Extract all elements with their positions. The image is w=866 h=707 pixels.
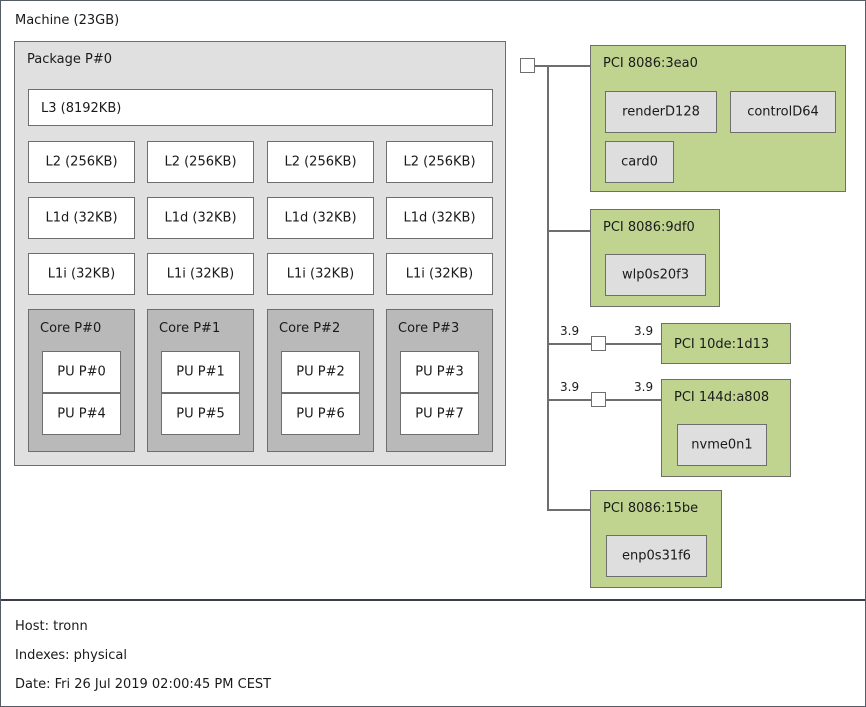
pu-label: PU P#4 (57, 406, 106, 422)
package-label: Package P#0 (27, 52, 113, 67)
os-device-label: card0 (621, 154, 658, 170)
pci-device-box[interactable]: PCI 10de:1d13 (661, 323, 791, 364)
link-trunk-vertical (547, 65, 549, 511)
pci-bridge-icon[interactable] (591, 336, 606, 351)
pu-label: PU P#0 (57, 364, 106, 380)
pu-box[interactable]: PU P#2 (281, 351, 360, 393)
cache-l2-label: L2 (256KB) (45, 154, 118, 170)
os-device-label: wlp0s20f3 (622, 267, 689, 283)
cache-l1d-box[interactable]: L1d (32KB) (386, 197, 493, 239)
host-bridge-icon[interactable] (520, 58, 535, 73)
cache-l1d-label: L1d (32KB) (403, 210, 476, 226)
cache-l2-label: L2 (256KB) (284, 154, 357, 170)
cache-l3-box[interactable]: L3 (8192KB) (28, 89, 493, 126)
pci-device-label: PCI 8086:15be (603, 501, 699, 516)
cache-l1d-label: L1d (32KB) (164, 210, 237, 226)
pci-device-label: PCI 10de:1d13 (674, 337, 770, 352)
pu-box[interactable]: PU P#7 (400, 393, 479, 435)
cache-l2-box[interactable]: L2 (256KB) (267, 141, 374, 183)
os-device-box[interactable]: renderD128 (605, 91, 717, 133)
cache-l2-box[interactable]: L2 (256KB) (147, 141, 254, 183)
cache-l1d-label: L1d (32KB) (284, 210, 357, 226)
link-branch-pci-3ea0 (547, 65, 591, 67)
os-device-box[interactable]: card0 (605, 141, 674, 183)
core-label: Core P#3 (398, 321, 460, 336)
cache-l1i-label: L1i (32KB) (286, 266, 355, 282)
cache-l1i-label: L1i (32KB) (405, 266, 474, 282)
link-bandwidth-label: 3.9 (634, 380, 654, 394)
cache-l1d-box[interactable]: L1d (32KB) (28, 197, 135, 239)
pu-label: PU P#5 (176, 406, 225, 422)
pu-label: PU P#7 (415, 406, 464, 422)
cache-l1i-box[interactable]: L1i (32KB) (267, 253, 374, 295)
os-device-label: renderD128 (622, 104, 700, 120)
cache-l1d-box[interactable]: L1d (32KB) (147, 197, 254, 239)
link-branch-pci-1d13-right (606, 343, 662, 345)
pu-box[interactable]: PU P#0 (42, 351, 121, 393)
pu-box[interactable]: PU P#5 (161, 393, 240, 435)
link-branch-pci-9df0 (547, 230, 591, 232)
pci-device-label: PCI 8086:9df0 (603, 220, 695, 235)
link-branch-pci-a808-left (547, 399, 591, 401)
pu-box[interactable]: PU P#4 (42, 393, 121, 435)
link-bandwidth-label: 3.9 (560, 324, 580, 338)
cache-l2-label: L2 (256KB) (403, 154, 476, 170)
footer-divider (1, 599, 865, 601)
pu-label: PU P#6 (296, 406, 345, 422)
pu-label: PU P#1 (176, 364, 225, 380)
os-device-box[interactable]: nvme0n1 (677, 424, 767, 466)
os-device-label: enp0s31f6 (622, 548, 691, 564)
link-branch-pci-1d13-left (547, 343, 591, 345)
pu-box[interactable]: PU P#6 (281, 393, 360, 435)
pu-label: PU P#3 (415, 364, 464, 380)
cache-l1i-box[interactable]: L1i (32KB) (147, 253, 254, 295)
os-device-label: nvme0n1 (691, 437, 753, 453)
cache-l2-label: L2 (256KB) (164, 154, 237, 170)
machine-title: Machine (23GB) (15, 13, 120, 28)
os-device-box[interactable]: enp0s31f6 (606, 535, 707, 577)
footer-indexes: Indexes: physical (15, 648, 127, 663)
cache-l1d-box[interactable]: L1d (32KB) (267, 197, 374, 239)
os-device-box[interactable]: wlp0s20f3 (605, 254, 706, 296)
os-device-label: controlD64 (747, 104, 819, 120)
cache-l2-box[interactable]: L2 (256KB) (28, 141, 135, 183)
link-hostbridge-trunk (535, 65, 549, 67)
footer-date: Date: Fri 26 Jul 2019 02:00:45 PM CEST (15, 677, 272, 692)
cache-l3-label: L3 (8192KB) (41, 101, 122, 116)
pu-box[interactable]: PU P#1 (161, 351, 240, 393)
cache-l1i-label: L1i (32KB) (166, 266, 235, 282)
cache-l2-box[interactable]: L2 (256KB) (386, 141, 493, 183)
link-bandwidth-label: 3.9 (560, 380, 580, 394)
pci-device-label: PCI 8086:3ea0 (603, 56, 698, 71)
core-label: Core P#2 (279, 321, 341, 336)
cache-l1i-label: L1i (32KB) (47, 266, 116, 282)
pci-bridge-icon[interactable] (591, 392, 606, 407)
core-label: Core P#1 (159, 321, 221, 336)
pu-label: PU P#2 (296, 364, 345, 380)
link-branch-pci-15be (547, 509, 591, 511)
os-device-box[interactable]: controlD64 (730, 91, 836, 133)
pu-box[interactable]: PU P#3 (400, 351, 479, 393)
core-label: Core P#0 (40, 321, 102, 336)
cache-l1i-box[interactable]: L1i (32KB) (386, 253, 493, 295)
cache-l1i-box[interactable]: L1i (32KB) (28, 253, 135, 295)
cache-l1d-label: L1d (32KB) (45, 210, 118, 226)
link-bandwidth-label: 3.9 (634, 324, 654, 338)
footer-host: Host: tronn (15, 619, 88, 634)
pci-device-label: PCI 144d:a808 (674, 390, 770, 405)
link-branch-pci-a808-right (606, 399, 662, 401)
